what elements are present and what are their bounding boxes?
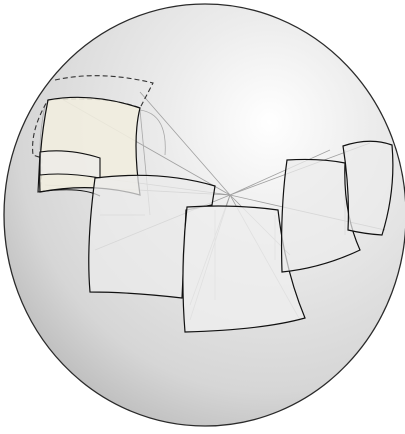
- panel-left: [40, 151, 100, 178]
- panel-far-right: [343, 141, 393, 235]
